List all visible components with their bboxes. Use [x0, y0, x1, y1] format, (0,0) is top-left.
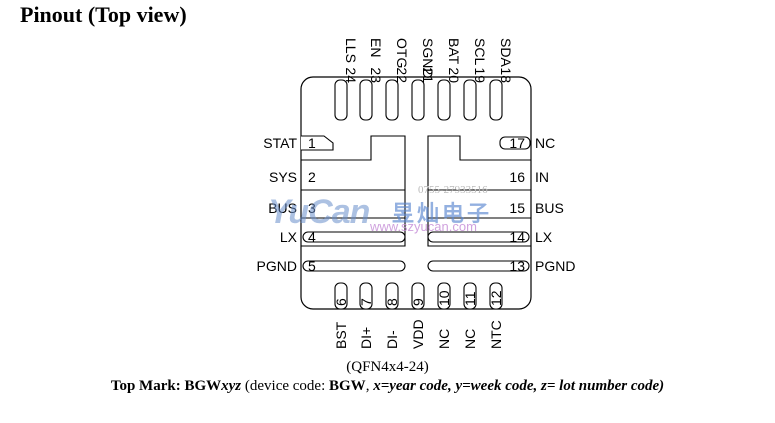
pin-pad-4	[302, 231, 406, 243]
pin-number-5: 5	[308, 258, 316, 274]
pin-number-9: 9	[410, 298, 426, 306]
watermark-phone: 0755-27933516	[418, 184, 488, 196]
pin-name-8: DI-	[384, 330, 400, 349]
pin-name-15: BUS	[535, 200, 564, 216]
pin-number-6: 6	[333, 298, 349, 306]
pin-number-16: 16	[509, 169, 525, 185]
pin-names: STAT SYS BUS LX PGND PGND LX BUS IN NC SDA SCL BAT SG…	[257, 38, 576, 349]
pin-pad-13	[427, 260, 530, 272]
pin-pads	[301, 79, 531, 310]
pin-name-22: OTG	[394, 38, 410, 68]
top-mark-device-code: BGW	[329, 378, 366, 394]
pin-name-9: VDD	[410, 319, 426, 349]
pin-pad-22	[385, 79, 399, 121]
pin-name-10: NC	[436, 329, 452, 349]
pin-pad-10	[437, 282, 451, 310]
pin-number-23: 23	[368, 67, 384, 83]
pin-number-19: 19	[472, 67, 488, 83]
pin-pad-7	[359, 282, 373, 310]
pin-name-16: IN	[535, 169, 549, 185]
exposed-pad-right	[427, 135, 531, 247]
pin-number-10: 10	[436, 290, 452, 306]
pin-name-2: SYS	[269, 169, 297, 185]
pin-number-1: 1	[308, 135, 316, 151]
pin-pad-19	[463, 79, 477, 121]
pin-number-21: 21	[420, 67, 436, 83]
pin-pad-5	[302, 260, 406, 272]
pin-pad-12	[489, 282, 503, 310]
package-label: (QFN4x4-24)	[346, 359, 429, 375]
pin-number-18: 18	[498, 67, 514, 83]
pin-pad-20	[437, 79, 451, 121]
pin-pad-17	[499, 136, 531, 150]
top-mark-sep: ,	[365, 378, 370, 394]
pin-number-20: 20	[446, 67, 462, 83]
top-mark-label: Top Mark:	[110, 378, 181, 394]
pin-pad-14	[427, 231, 530, 243]
pin-number-22: 22	[394, 67, 410, 83]
pin-pad-1	[301, 135, 334, 151]
pin-name-1: STAT	[263, 135, 297, 151]
pin-name-23: EN	[368, 38, 384, 57]
pin-name-13: PGND	[535, 258, 575, 274]
pin-pad-6	[334, 282, 348, 310]
pin-name-17: NC	[535, 135, 555, 151]
pin-number-15: 15	[509, 200, 525, 216]
pin-name-5: PGND	[257, 258, 297, 274]
exposed-pad-left	[301, 135, 406, 247]
pin-pad-23	[359, 79, 373, 121]
pin-number-8: 8	[384, 298, 400, 306]
pin-pad-8	[385, 282, 399, 310]
top-mark-line: Top Mark: BGWxyz (device code: BGW, x=ye…	[0, 378, 775, 395]
pin-name-12: NTC	[488, 320, 504, 349]
pin-number-7: 7	[358, 298, 374, 306]
pin-pad-9	[411, 282, 425, 310]
pin-name-21: SGND	[420, 38, 436, 78]
chip-body	[300, 76, 532, 310]
pin-name-11: NC	[462, 329, 478, 349]
pin-number-17: 17	[509, 135, 525, 151]
pin-name-4: LX	[280, 229, 298, 245]
pin-name-3: BUS	[268, 200, 297, 216]
pin-number-3: 3	[308, 200, 316, 216]
pin-name-7: DI+	[358, 327, 374, 349]
pin-name-18: SDA	[498, 38, 514, 67]
top-mark-code: BGW	[184, 378, 222, 394]
pin-name-20: BAT	[446, 38, 462, 65]
watermark-site: www.szyucan.com	[370, 219, 477, 234]
pin-number-2: 2	[308, 169, 316, 185]
top-mark-desc-prefix: (device code:	[244, 378, 326, 394]
pin-number-14: 14	[509, 229, 525, 245]
pin-pad-21	[411, 79, 425, 121]
watermark-cn-name: 昱灿电子	[392, 201, 493, 226]
pin-pad-24	[334, 79, 348, 121]
pin-name-6: BST	[333, 321, 349, 349]
pin-pad-18	[489, 79, 503, 121]
pin-pad-11	[463, 282, 477, 310]
watermark-brand: YuCan	[268, 193, 370, 231]
pin-number-11: 11	[462, 291, 478, 306]
pin-number-4: 4	[308, 229, 316, 245]
top-mark-code-suffix: xyz	[221, 378, 242, 394]
pin-number-12: 12	[488, 290, 504, 306]
top-mark-legend: x=year code, y=week code, z= lot number …	[373, 378, 665, 394]
pin-name-24: LLS	[343, 38, 359, 63]
pin-name-19: SCL	[472, 38, 488, 65]
pin-name-14: LX	[535, 229, 553, 245]
page-title: Pinout (Top view)	[20, 2, 187, 27]
pin-number-13: 13	[509, 258, 525, 274]
pin-number-24: 24	[343, 67, 359, 83]
